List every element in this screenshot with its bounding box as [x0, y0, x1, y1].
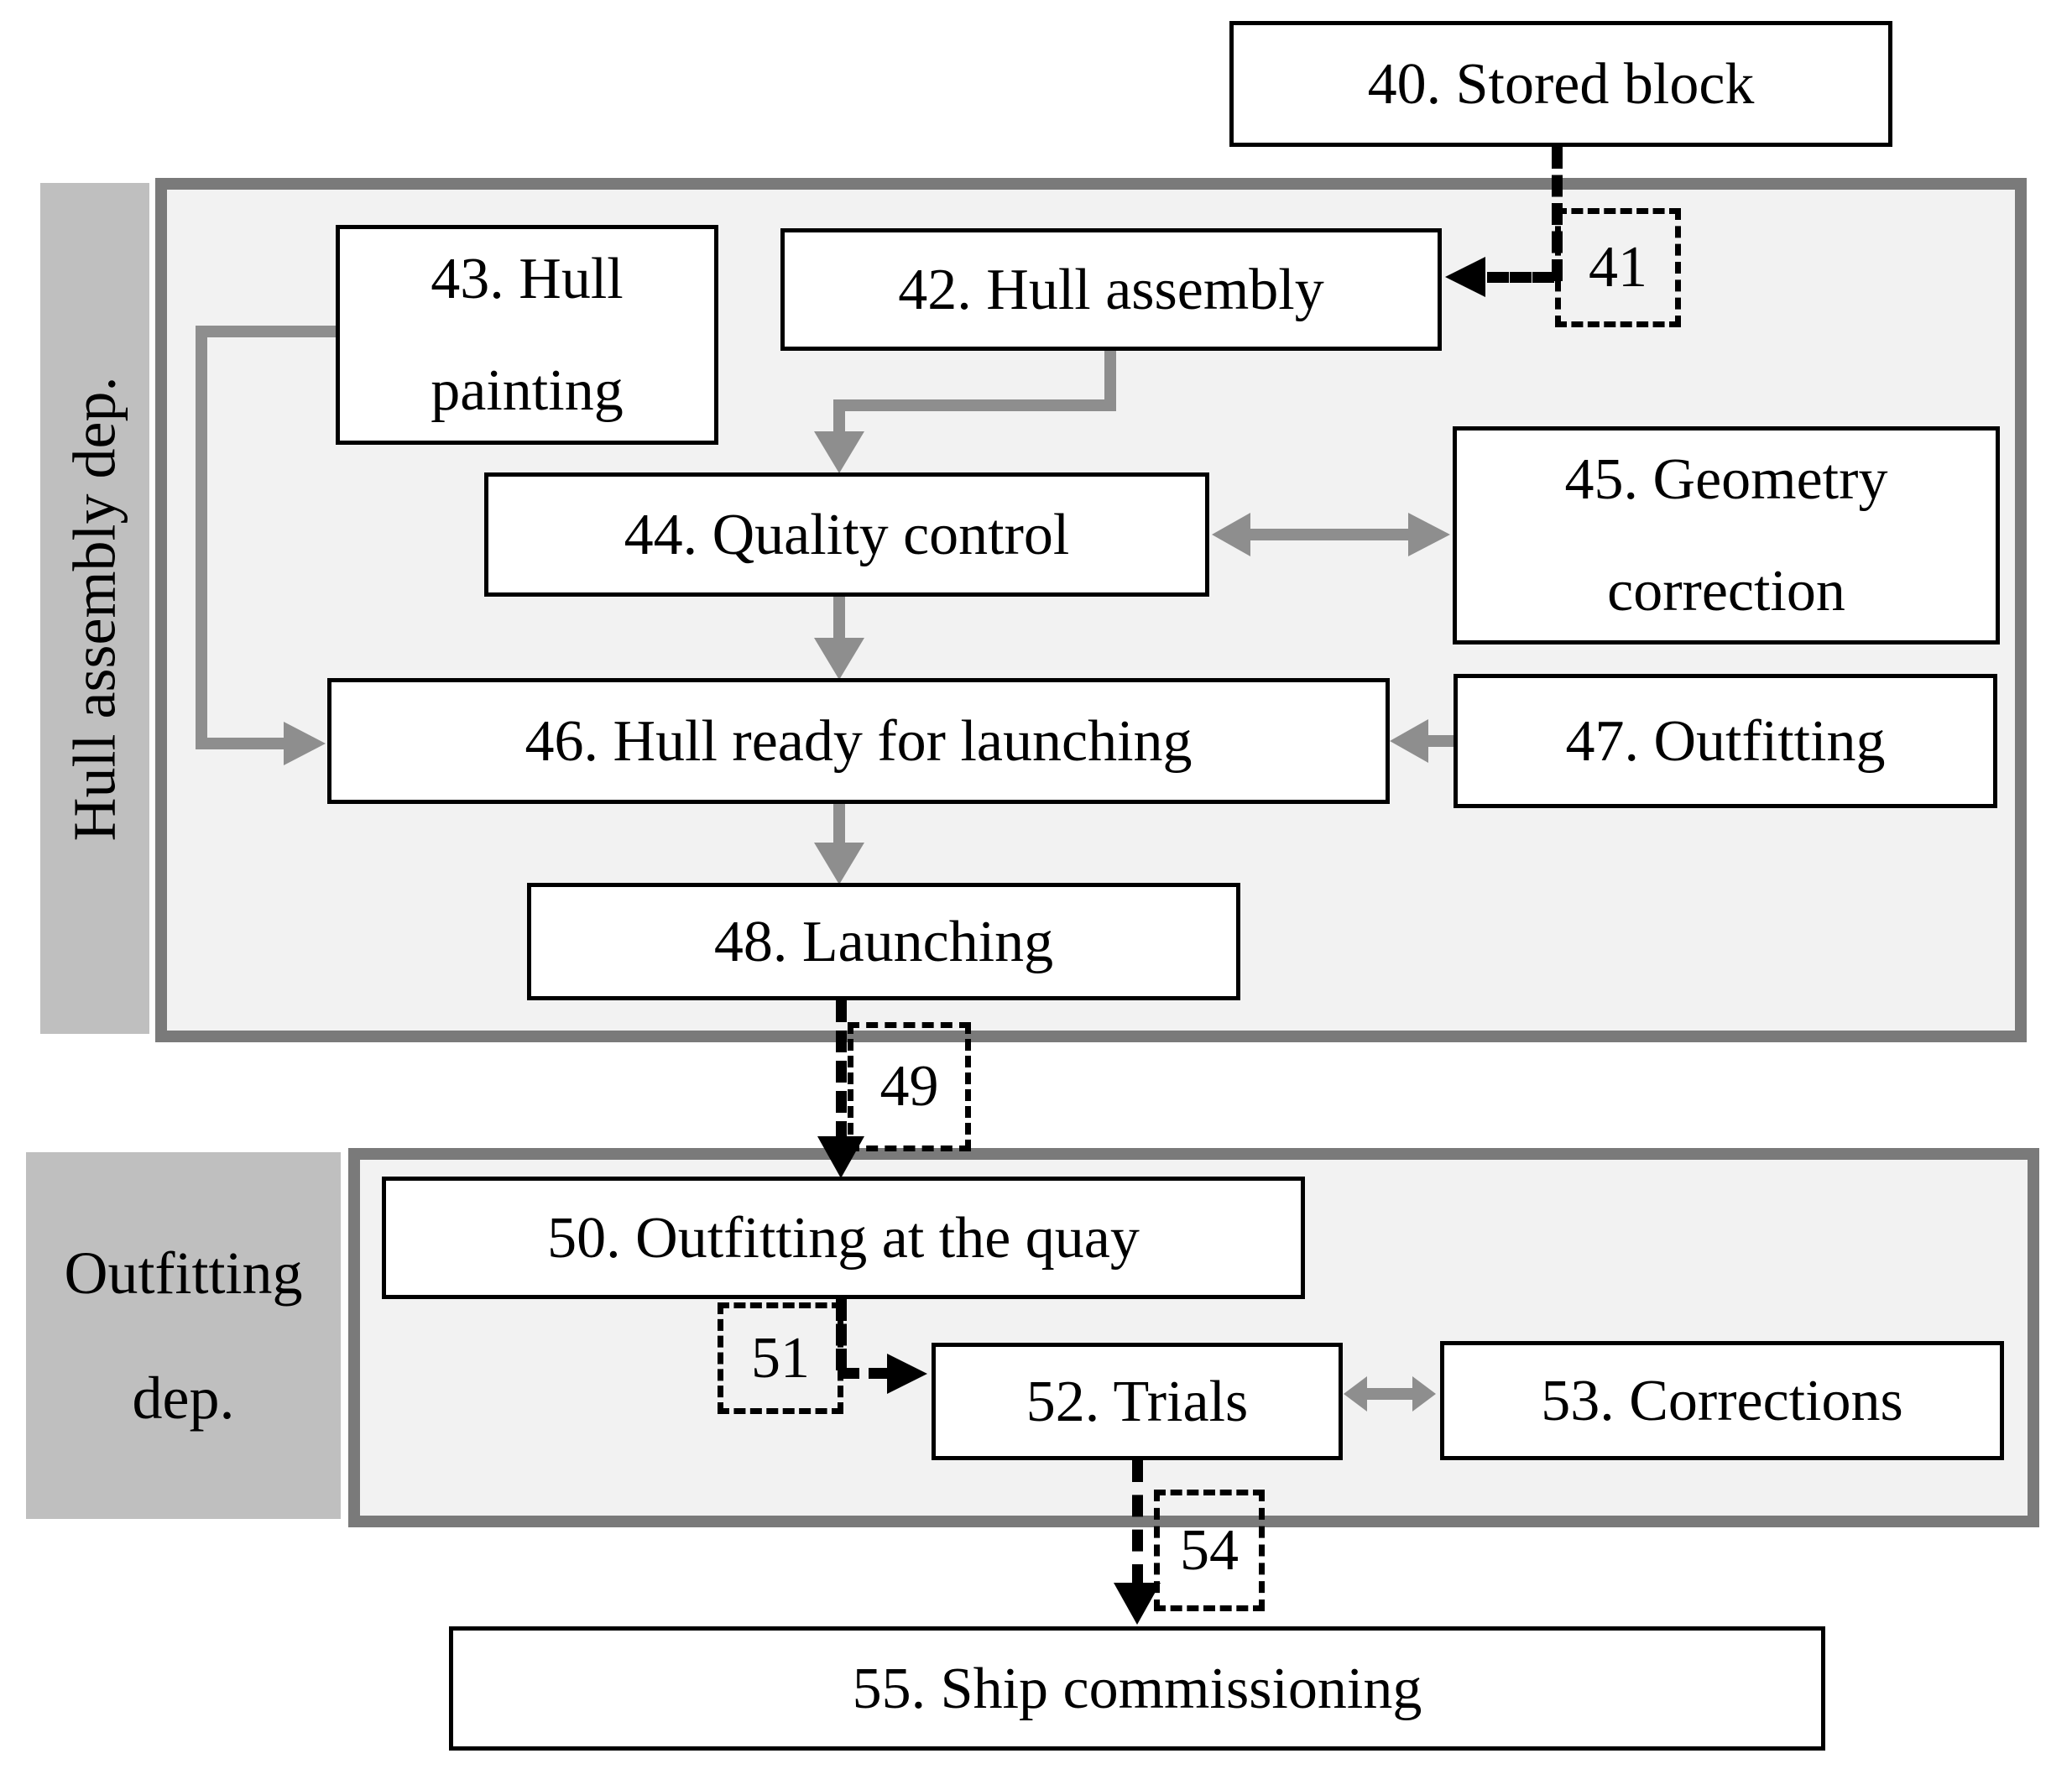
- node-55-label: 55. Ship commissioning: [852, 1656, 1422, 1721]
- node-46-hull-ready-for-launching: 46. Hull ready for launching: [327, 678, 1390, 804]
- arrow-43-to-46-head: [284, 722, 326, 765]
- node-43-label-line1: 43. Hull: [431, 247, 624, 311]
- transport-41-box: 41: [1555, 208, 1681, 327]
- arrow-44-45-right-head: [1408, 513, 1450, 556]
- node-48-label: 48. Launching: [713, 909, 1054, 974]
- node-47-label: 47. Outfitting: [1565, 708, 1886, 774]
- node-42-hull-assembly: 42. Hull assembly: [780, 228, 1442, 351]
- arrow-43-to-46-top-segment: [207, 326, 337, 337]
- node-40-stored-block: 40. Stored block: [1229, 21, 1892, 147]
- transport-41-label: 41: [1589, 235, 1647, 300]
- transport-51-label: 51: [751, 1325, 810, 1391]
- arrow-47-to-46-head: [1390, 719, 1428, 763]
- node-46-label: 46. Hull ready for launching: [525, 708, 1193, 774]
- transport-54-label: 54: [1180, 1517, 1239, 1583]
- arrow-44-45-line: [1244, 529, 1417, 540]
- hull-assembly-dep-label-text: Hull assembly dep.: [60, 376, 128, 841]
- arrow-41-to-42-head: [1445, 257, 1485, 297]
- node-55-ship-commissioning: 55. Ship commissioning: [449, 1626, 1825, 1751]
- node-45-label-line2: correction: [1607, 559, 1845, 624]
- arrow-44-45-left-head: [1212, 513, 1250, 556]
- arrow-42-to-44-vertical2: [833, 399, 845, 435]
- node-53-label: 53. Corrections: [1541, 1368, 1903, 1433]
- arrow-43-to-46-vertical-segment: [196, 326, 207, 749]
- node-44-quality-control: 44. Quality control: [484, 472, 1209, 597]
- node-43-hull-painting: 43. Hull painting: [336, 225, 718, 445]
- node-44-label: 44. Quality control: [624, 502, 1070, 567]
- arrow-52-to-55-dashed: [1132, 1460, 1143, 1586]
- arrow-52-53-right-head: [1412, 1376, 1436, 1412]
- arrow-52-53-left-head: [1344, 1376, 1367, 1412]
- arrow-46-to-48-line: [833, 802, 845, 846]
- outfitting-dep-label-line2: dep.: [132, 1364, 235, 1432]
- arrow-44-to-46-line: [833, 597, 845, 640]
- node-40-label: 40. Stored block: [1367, 51, 1755, 117]
- arrow-48-to-50-head: [817, 1136, 864, 1178]
- node-50-outfitting-at-the-quay: 50. Outfitting at the quay: [382, 1177, 1305, 1299]
- arrow-46-to-48-head: [814, 843, 864, 885]
- transport-49-box: 49: [848, 1022, 971, 1151]
- node-42-label: 42. Hull assembly: [898, 257, 1324, 322]
- arrow-51-to-52-dashed: [841, 1368, 887, 1379]
- node-45-geometry-correction: 45. Geometry correction: [1453, 426, 2000, 645]
- node-50-label: 50. Outfitting at the quay: [547, 1205, 1140, 1271]
- arrow-52-to-55-head: [1114, 1583, 1161, 1625]
- transport-49-label: 49: [879, 1054, 939, 1119]
- hull-assembly-dep-label: Hull assembly dep.: [40, 183, 149, 1034]
- node-52-trials: 52. Trials: [932, 1343, 1343, 1460]
- node-48-launching: 48. Launching: [527, 883, 1240, 1000]
- node-52-label: 52. Trials: [1026, 1369, 1249, 1434]
- arrow-48-to-50-dashed: [836, 1000, 847, 1143]
- transport-54-box: 54: [1154, 1490, 1265, 1611]
- node-47-outfitting: 47. Outfitting: [1454, 674, 1997, 808]
- transport-51-box: 51: [718, 1302, 843, 1414]
- outfitting-dep-label-line1: Outfitting: [64, 1239, 303, 1307]
- arrow-41-to-42-dashed: [1487, 272, 1554, 283]
- arrow-42-to-44-head: [814, 431, 864, 473]
- outfitting-dep-label: Outfitting dep.: [26, 1152, 341, 1519]
- arrow-42-to-44-horizontal: [839, 399, 1116, 411]
- arrow-43-to-46-bottom-segment: [196, 738, 284, 749]
- node-45-label-line1: 45. Geometry: [1564, 447, 1888, 512]
- arrow-44-to-46-head: [814, 638, 864, 680]
- arrow-51-to-52-head: [887, 1354, 927, 1394]
- arrow-42-to-44-vertical1: [1104, 351, 1116, 411]
- node-43-label-line2: painting: [431, 358, 624, 423]
- node-53-corrections: 53. Corrections: [1440, 1341, 2004, 1460]
- arrow-52-53-line: [1364, 1388, 1416, 1400]
- arrow-47-to-46-line: [1425, 735, 1455, 747]
